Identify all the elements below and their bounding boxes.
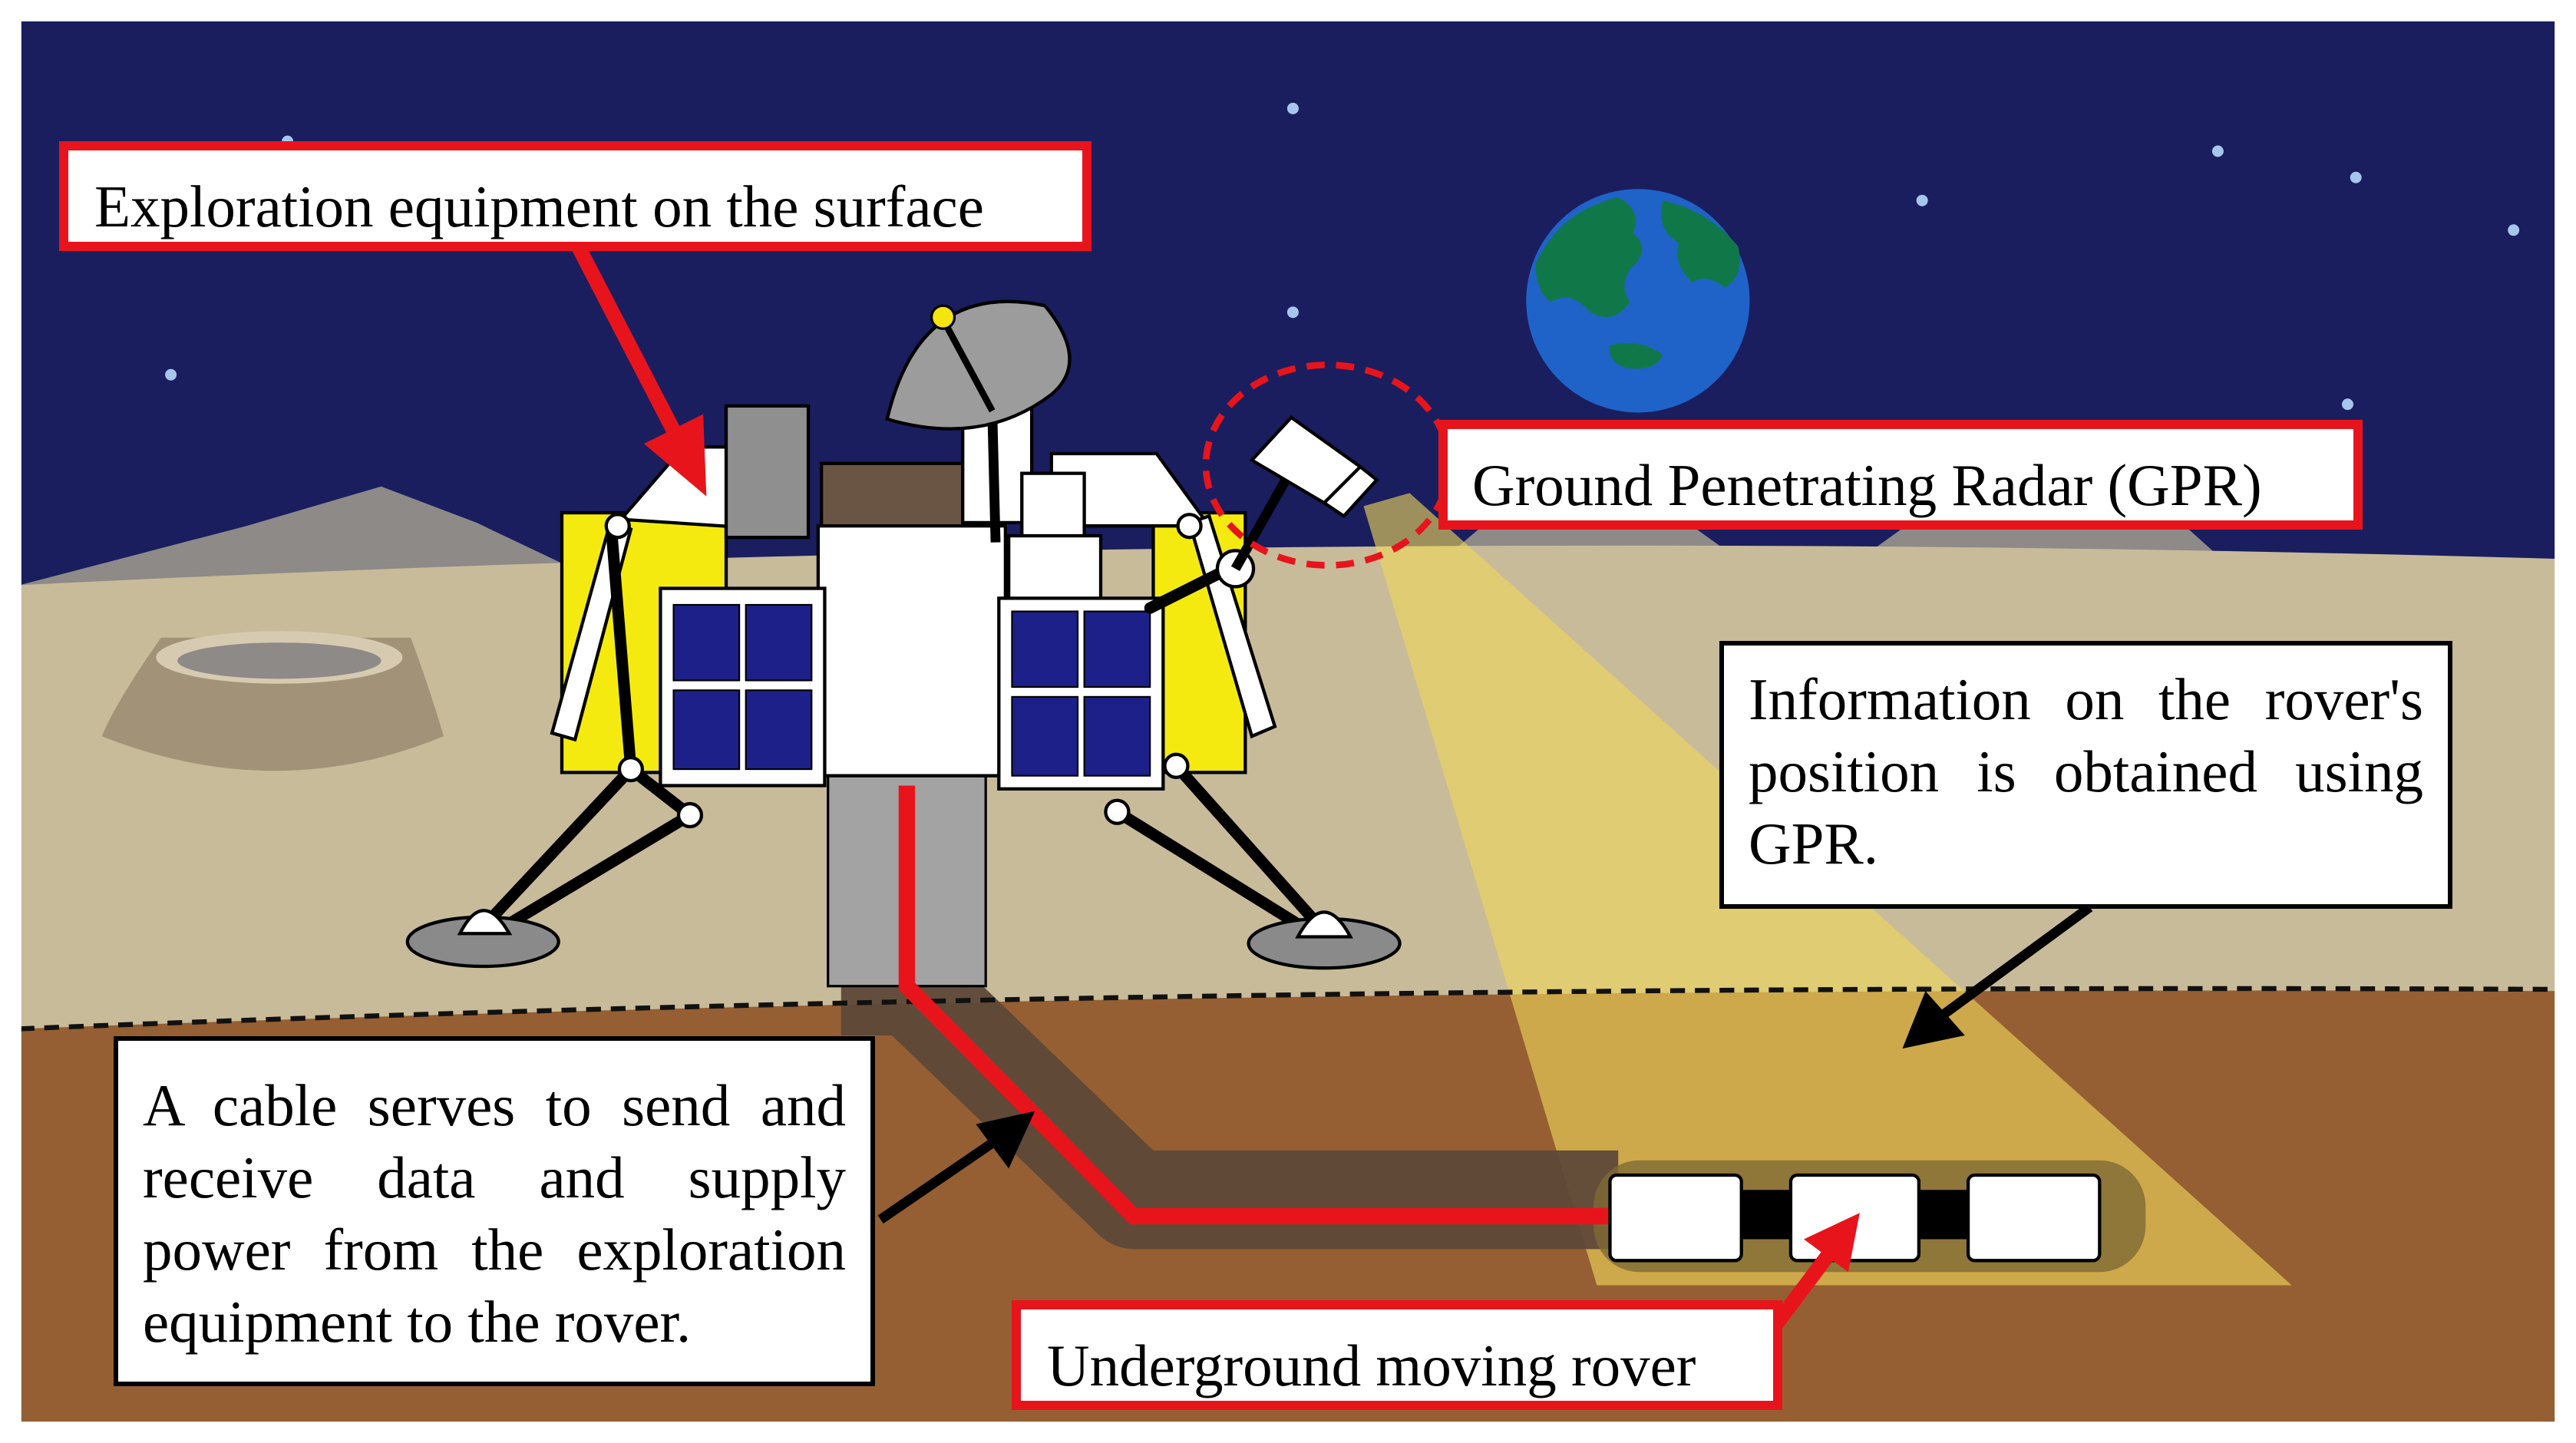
satellite-dish-icon (885, 299, 1072, 543)
callout-gpr-text: Ground Penetrating Radar (GPR) (1472, 452, 2262, 518)
star-icon (1286, 102, 1299, 114)
crater-icon (101, 631, 444, 771)
star-icon (2211, 145, 2224, 157)
callout-rover-position-info-text: Information on the rover's position is o… (1749, 666, 2423, 877)
surface-boundary-line (19, 986, 2557, 1032)
cable (898, 785, 1619, 1225)
solar-panel-right (997, 596, 1165, 791)
earth-icon (1526, 189, 1750, 413)
star-icon (165, 368, 177, 381)
star-icon (1286, 306, 1299, 319)
gpr-sensor-icon (1230, 415, 1379, 572)
frame-border (18, 18, 2558, 1425)
solar-panel-left (659, 586, 827, 788)
arrow-exploration-equipment (571, 243, 707, 497)
star-icon (2508, 224, 2520, 236)
callout-underground-rover-text: Underground moving rover (1047, 1332, 1696, 1398)
arrow-cable (877, 1111, 1035, 1224)
callout-gpr: Ground Penetrating Radar (GPR) (1438, 420, 2363, 530)
star-icon (1916, 194, 1928, 206)
arrow-rover-position (1902, 903, 2093, 1049)
star-icon (2342, 398, 2353, 411)
callout-rover-position-info: Information on the rover's position is o… (1719, 641, 2452, 909)
callout-cable-info-text: A cable serves to send and receive data … (143, 1072, 846, 1355)
star-icon (2350, 171, 2362, 183)
callout-underground-rover: Underground moving rover (1012, 1300, 1782, 1410)
callout-exploration-equipment-text: Exploration equipment on the surface (94, 173, 984, 239)
callout-exploration-equipment: Exploration equipment on the surface (59, 141, 1091, 251)
stars (165, 102, 2520, 411)
callout-cable-info: A cable serves to send and receive data … (114, 1036, 875, 1386)
